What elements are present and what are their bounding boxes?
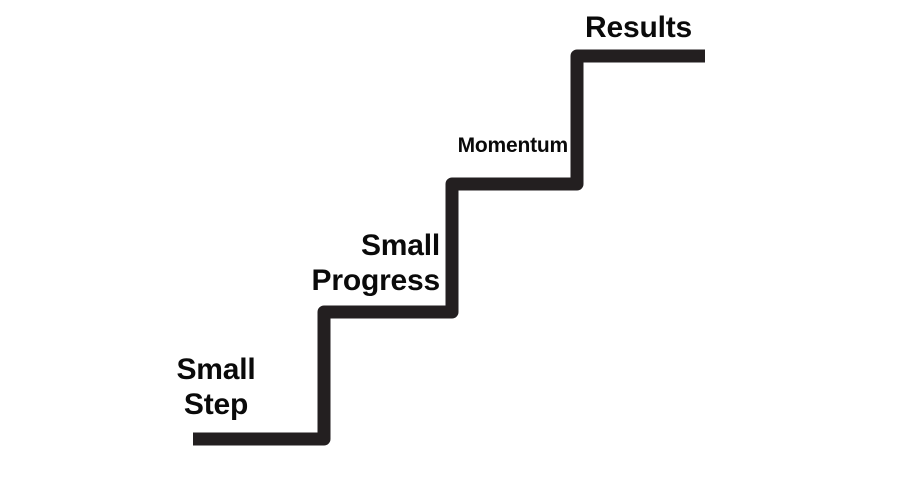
step-label-small-progress: Small Progress [311,229,441,298]
staircase-stroke [193,49,705,446]
step-label-results: Results [585,11,692,44]
step-label-small-step: Small Step [176,353,256,422]
step-label-momentum: Momentum [457,134,569,157]
